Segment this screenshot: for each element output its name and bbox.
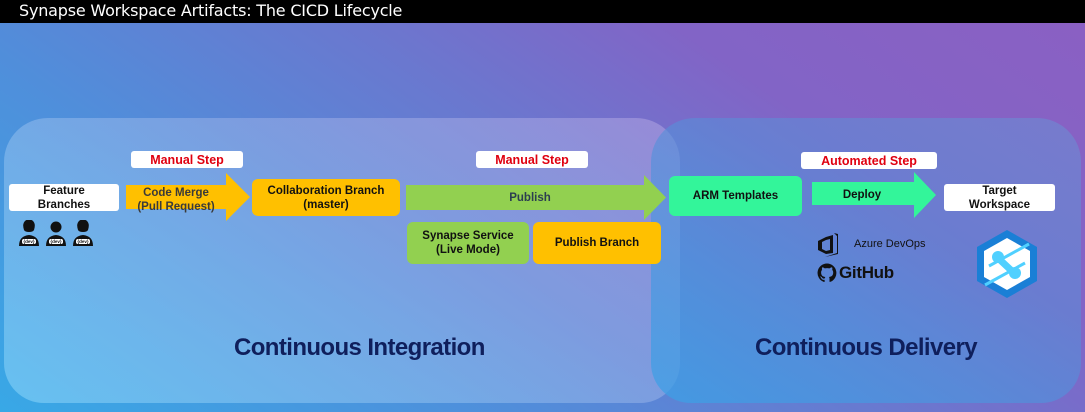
github-label: GitHub <box>839 263 894 282</box>
svg-text:{dev}: {dev} <box>50 239 62 244</box>
feature-branches-node: Feature Branches <box>9 184 119 211</box>
deploy-arrow <box>812 172 936 218</box>
github-icon <box>817 263 837 287</box>
slide-title: Synapse Workspace Artifacts: The CICD Li… <box>0 0 1085 23</box>
automated-step-label: Automated Step <box>801 152 937 169</box>
collaboration-branch-node: Collaboration Branch (master) <box>252 179 400 216</box>
target-workspace-node: Target Workspace <box>944 184 1055 211</box>
arm-templates-label: ARM Templates <box>692 190 779 202</box>
code-merge-line2: (Pull Request) <box>137 201 215 213</box>
synapse-service-line1: Synapse Service <box>422 230 514 242</box>
feature-branches-line1: Feature <box>43 184 85 197</box>
manual-step-label-merge: Manual Step <box>131 151 243 168</box>
publish-branch-node: Publish Branch <box>533 222 661 264</box>
code-merge-arrow <box>126 173 250 221</box>
feature-branches-line2: Branches <box>37 198 91 211</box>
code-merge-label: Code Merge (Pull Request) <box>126 186 226 214</box>
collaboration-branch-line2: (master) <box>303 198 349 211</box>
azure-devops-icon <box>817 233 843 261</box>
deploy-label: Deploy <box>842 189 882 201</box>
synapse-service-line2: (Live Mode) <box>436 244 500 256</box>
target-workspace-line1: Target <box>982 184 1017 197</box>
arm-templates-node: ARM Templates <box>669 176 802 216</box>
diagram-canvas: Continuous Integration Continuous Delive… <box>0 23 1085 412</box>
publish-branch-label: Publish Branch <box>554 237 640 249</box>
code-merge-line1: Code Merge <box>143 187 209 199</box>
collaboration-branch-line1: Collaboration Branch <box>267 184 385 197</box>
continuous-delivery-title: Continuous Delivery <box>755 334 978 361</box>
svg-text:{dev}: {dev} <box>77 239 89 244</box>
synapse-workspace-icon <box>975 228 1039 304</box>
publish-label: Publish <box>509 192 551 204</box>
target-workspace-line2: Workspace <box>968 198 1031 211</box>
azure-devops-label: Azure DevOps <box>854 238 926 250</box>
synapse-service-node: Synapse Service (Live Mode) <box>407 222 529 264</box>
manual-step-label-publish: Manual Step <box>476 151 588 168</box>
developer-icon: {dev} {dev} {dev} <box>18 219 98 252</box>
continuous-integration-title: Continuous Integration <box>234 334 485 361</box>
publish-arrow <box>406 175 666 220</box>
svg-text:{dev}: {dev} <box>23 239 35 244</box>
